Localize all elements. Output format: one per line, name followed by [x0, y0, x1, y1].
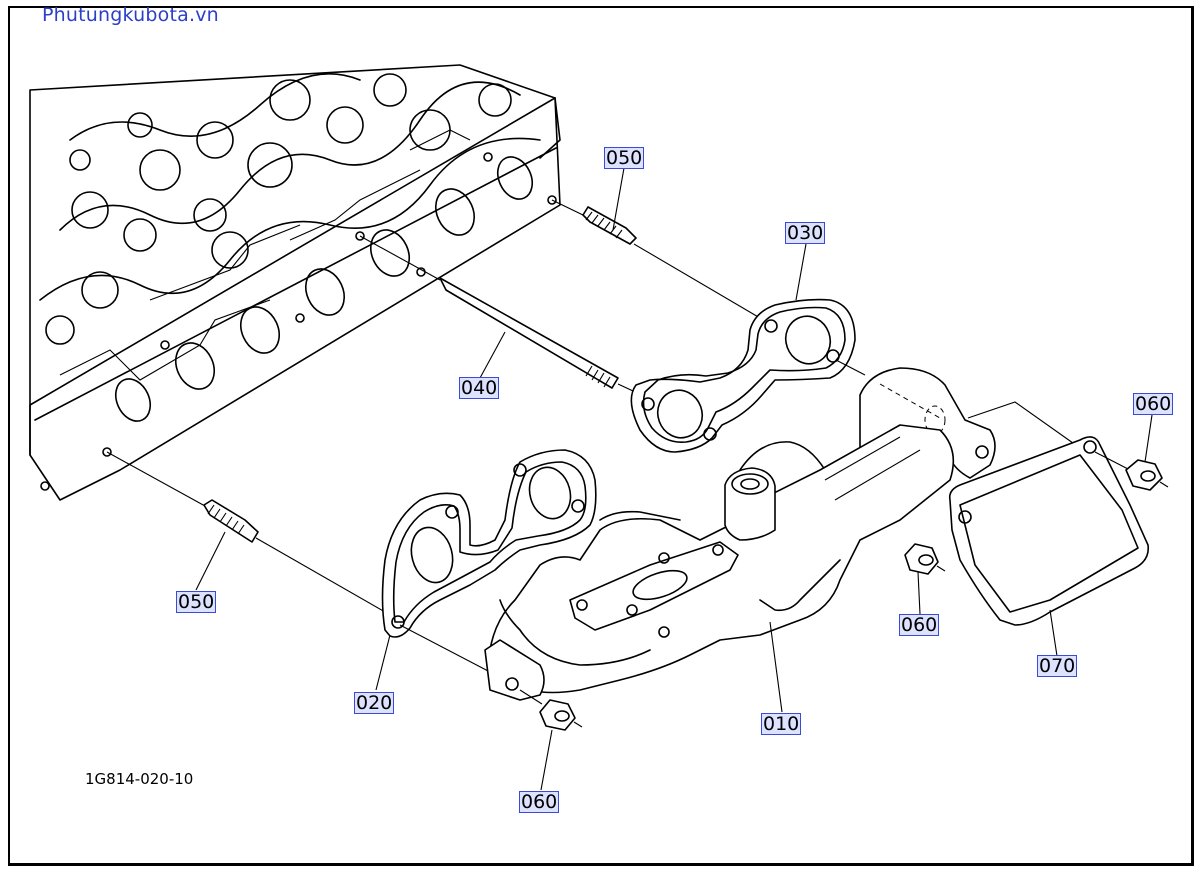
callout-050-left[interactable]: 050	[176, 591, 217, 613]
nut-060-middle[interactable]	[904, 543, 946, 575]
gasket-030[interactable]	[630, 298, 866, 453]
callout-060-right[interactable]: 060	[1133, 393, 1174, 415]
nut-060-bottom[interactable]	[519, 689, 583, 731]
callout-040[interactable]: 040	[459, 377, 500, 399]
callout-070[interactable]: 070	[1037, 655, 1078, 677]
watermark-text: Phutungkubota.vn	[42, 4, 219, 26]
stud-050-left[interactable]	[106, 451, 386, 613]
callout-060-middle[interactable]: 060	[899, 614, 940, 636]
heat-shield-070[interactable]	[948, 401, 1150, 626]
callout-030[interactable]: 030	[785, 222, 826, 244]
cylinder-head	[29, 64, 561, 501]
exhaust-manifold-010[interactable]	[484, 367, 996, 701]
callout-010[interactable]: 010	[761, 713, 802, 735]
figure-code: 1G814-020-10	[85, 770, 194, 788]
callout-050-top[interactable]: 050	[604, 147, 645, 169]
gasket-020[interactable]	[381, 449, 597, 673]
callout-060-bottom[interactable]: 060	[519, 791, 560, 813]
drawing-frame	[8, 6, 1194, 866]
callout-020[interactable]: 020	[354, 692, 395, 714]
leader-lines	[195, 167, 1153, 791]
stud-050-top[interactable]	[551, 199, 761, 319]
stud-040-long[interactable]	[359, 235, 649, 399]
nut-060-right[interactable]	[1125, 459, 1169, 491]
